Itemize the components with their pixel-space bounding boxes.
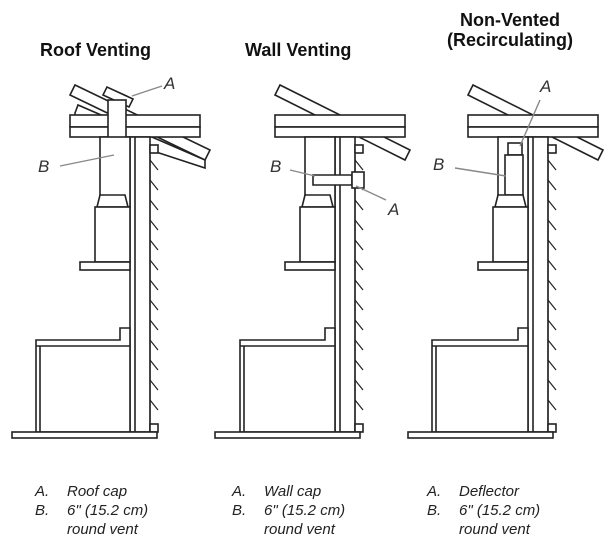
nonvented-legend: A. Deflector B. 6" (15.2 cm) round vent: [427, 482, 540, 539]
roof-legend: A. Roof cap B. 6" (15.2 cm) round vent: [35, 482, 148, 539]
roof-legend-b: B. 6" (15.2 cm): [35, 501, 148, 520]
wall-legend-b-key: B.: [232, 502, 247, 519]
wall-legend: A. Wall cap B. 6" (15.2 cm) round vent: [232, 482, 345, 539]
nonvented-legend-b-text: 6" (15.2 cm): [459, 502, 541, 519]
wall-legend-b2: round vent: [264, 521, 335, 538]
roof-legend-b-text: 6" (15.2 cm): [67, 502, 149, 519]
nonvented-legend-b: B. 6" (15.2 cm): [427, 501, 540, 520]
nonvented-legend-a: A. Deflector: [427, 482, 540, 501]
nonvented-legend-b-key: B.: [427, 502, 442, 519]
wall-legend-a-key: A.: [232, 483, 247, 500]
wall-callout-b: B: [270, 157, 282, 176]
callout-leaders: [59, 85, 541, 201]
roof-legend-b-key: B.: [35, 502, 50, 519]
wall-callout-a: A: [388, 200, 400, 219]
nonvented-legend-b2: round vent: [459, 521, 530, 538]
roof-legend-a-key: A.: [35, 483, 50, 500]
non-vented-drawing: [407, 83, 605, 439]
nonvented-legend-a-text: Deflector: [459, 483, 520, 500]
wall-legend-b-text: 6" (15.2 cm): [264, 502, 346, 519]
roof-venting-title: Roof Venting: [40, 40, 151, 60]
nonvented-callout-b: B: [433, 155, 445, 174]
roof-legend-a: A. Roof cap: [35, 482, 148, 501]
wall-legend-b: B. 6" (15.2 cm): [232, 501, 345, 520]
wall-legend-a: A. Wall cap: [232, 482, 345, 501]
nonvented-callout-a: A: [540, 77, 552, 96]
roof-callout-b: B: [38, 157, 50, 176]
wall-venting-drawing: [214, 83, 412, 439]
non-vented-title: Non-Vented (Recirculating): [425, 10, 595, 50]
non-vented-title-line2: (Recirculating): [446, 30, 574, 50]
wall-venting-title: Wall Venting: [245, 40, 352, 60]
wall-legend-a-text: Wall cap: [264, 483, 322, 500]
venting-diagrams: [11, 83, 605, 439]
roof-legend-b2: round vent: [67, 521, 138, 538]
roof-legend-a-text: Roof cap: [67, 483, 128, 500]
nonvented-legend-a-key: A.: [427, 483, 442, 500]
non-vented-title-line1: Non-Vented: [459, 10, 560, 30]
roof-venting-drawing: [11, 83, 212, 439]
roof-callout-a: A: [164, 74, 176, 93]
